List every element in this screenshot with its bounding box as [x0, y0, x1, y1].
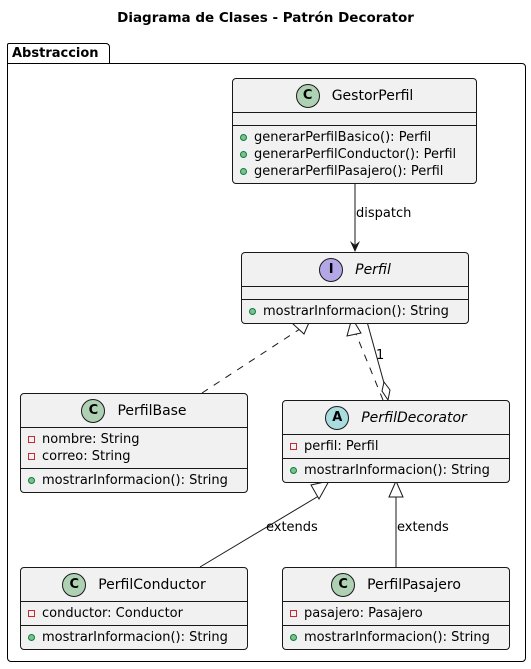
class-perfilconductor: C PerfilConductor conductor: Conductor m…: [20, 567, 248, 650]
field-row: pasajero: Pasajero: [290, 605, 502, 622]
methods-section: mostrarInformacion(): String: [21, 468, 247, 492]
class-name: GestorPerfil: [331, 87, 414, 104]
public-visibility-icon: [249, 308, 256, 315]
class-header: C PerfilPasajero: [283, 568, 509, 601]
edge-aggregation: [365, 317, 385, 384]
class-name: PerfilBase: [117, 402, 187, 419]
field-text: correo: String: [42, 449, 131, 464]
class-stereotype-icon: C: [81, 398, 106, 423]
public-visibility-icon: [240, 151, 247, 158]
realization-triangle-decorator: [346, 316, 362, 337]
method-text: generarPerfilPasajero(): Perfil: [254, 164, 444, 179]
methods-section: mostrarInformacion(): String: [283, 458, 509, 482]
extends-triangle-pasajero: [388, 479, 404, 498]
edge-extends-conductor: [199, 493, 323, 568]
method-text: mostrarInformacion(): String: [304, 630, 490, 645]
method-row: mostrarInformacion(): String: [290, 462, 502, 479]
private-visibility-icon: [290, 610, 297, 617]
extends-label-conductor: extends: [266, 520, 318, 535]
class-header: C PerfilBase: [21, 394, 247, 427]
class-stereotype-icon: C: [331, 572, 356, 597]
method-row: generarPerfilConductor(): Perfil: [240, 146, 469, 163]
class-gestorperfil: C GestorPerfil generarPerfilBasico(): Pe…: [232, 78, 477, 184]
class-perfilpasajero: C PerfilPasajero pasajero: Pasajero most…: [282, 567, 510, 650]
fields-section: perfil: Perfil: [283, 434, 509, 458]
public-visibility-icon: [290, 634, 297, 641]
method-text: generarPerfilBasico(): Perfil: [254, 130, 432, 145]
class-name: Perfil: [355, 261, 391, 278]
class-stereotype-icon: C: [295, 83, 320, 108]
abstract-stereotype-icon: A: [325, 405, 350, 430]
package-name: Abstraccion: [12, 46, 99, 61]
public-visibility-icon: [290, 467, 297, 474]
class-name: PerfilPasajero: [367, 576, 461, 593]
class-header: I Perfil: [242, 253, 468, 286]
extends-triangle-conductor: [310, 480, 330, 501]
field-text: pasajero: Pasajero: [304, 606, 423, 621]
field-text: nombre: String: [42, 432, 140, 447]
fields-section: nombre: String correo: String: [21, 427, 247, 468]
fields-section: conductor: Conductor: [21, 601, 247, 625]
method-text: mostrarInformacion(): String: [263, 304, 449, 319]
fields-section: [242, 286, 468, 299]
field-row: nombre: String: [28, 431, 240, 448]
edge-realization-perfilbase: [201, 324, 307, 394]
class-name: PerfilDecorator: [361, 409, 467, 426]
abstract-class-perfildecorator: A PerfilDecorator perfil: Perfil mostrar…: [282, 400, 510, 483]
field-row: correo: String: [28, 448, 240, 465]
method-row: mostrarInformacion(): String: [249, 303, 461, 320]
field-row: perfil: Perfil: [290, 438, 502, 455]
interface-stereotype-icon: I: [319, 257, 344, 282]
method-row: mostrarInformacion(): String: [290, 629, 502, 646]
extends-label-pasajero: extends: [397, 520, 449, 535]
methods-section: generarPerfilBasico(): Perfil generarPer…: [233, 125, 476, 183]
package-tab: Abstraccion: [7, 43, 110, 64]
private-visibility-icon: [28, 610, 35, 617]
class-header: A PerfilDecorator: [283, 401, 509, 434]
method-row: generarPerfilPasajero(): Perfil: [240, 163, 469, 180]
class-header: C GestorPerfil: [233, 79, 476, 112]
method-row: mostrarInformacion(): String: [28, 629, 240, 646]
private-visibility-icon: [28, 436, 35, 443]
method-text: mostrarInformacion(): String: [42, 473, 228, 488]
methods-section: mostrarInformacion(): String: [283, 625, 509, 649]
field-text: perfil: Perfil: [304, 439, 379, 454]
public-visibility-icon: [28, 477, 35, 484]
multiplicity-label: 1: [376, 348, 385, 363]
aggregation-diamond: [381, 380, 391, 402]
public-visibility-icon: [240, 168, 247, 175]
public-visibility-icon: [240, 134, 247, 141]
arrowhead-dispatch: [350, 241, 360, 252]
methods-section: mostrarInformacion(): String: [242, 299, 468, 323]
method-row: generarPerfilBasico(): Perfil: [240, 129, 469, 146]
class-header: C PerfilConductor: [21, 568, 247, 601]
method-text: mostrarInformacion(): String: [42, 630, 228, 645]
class-name: PerfilConductor: [98, 576, 206, 593]
class-perfilbase: C PerfilBase nombre: String correo: Stri…: [20, 393, 248, 493]
field-row: conductor: Conductor: [28, 605, 240, 622]
field-text: conductor: Conductor: [42, 606, 183, 621]
public-visibility-icon: [28, 634, 35, 641]
class-stereotype-icon: C: [62, 572, 87, 597]
edge-realization-decorator: [355, 333, 384, 401]
fields-section: pasajero: Pasajero: [283, 601, 509, 625]
private-visibility-icon: [28, 453, 35, 460]
method-text: mostrarInformacion(): String: [304, 463, 490, 478]
fields-section: [233, 112, 476, 125]
interface-perfil: I Perfil mostrarInformacion(): String: [241, 252, 469, 324]
methods-section: mostrarInformacion(): String: [21, 625, 247, 649]
method-text: generarPerfilConductor(): Perfil: [254, 147, 457, 162]
method-row: mostrarInformacion(): String: [28, 472, 240, 489]
private-visibility-icon: [290, 443, 297, 450]
diagram-title: Diagrama de Clases - Patrón Decorator: [117, 10, 414, 26]
dispatch-label: dispatch: [356, 206, 412, 221]
